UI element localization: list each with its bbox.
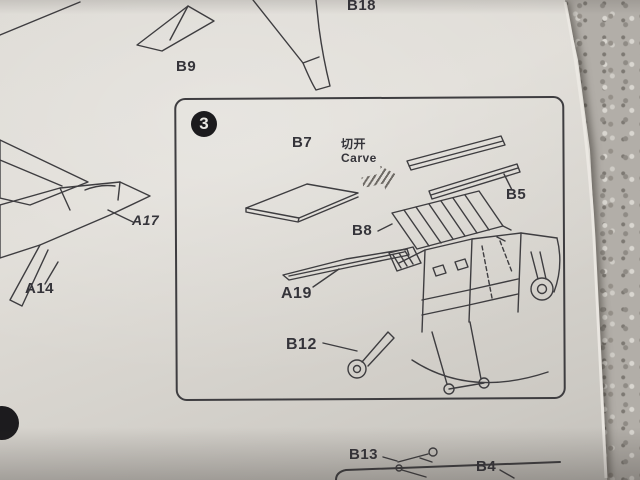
part-label-b9: B9 — [176, 58, 197, 75]
paper-edge-highlight — [563, 1, 608, 479]
part-label-b8: B8 — [352, 222, 373, 239]
b7-panel-drawing — [245, 183, 359, 223]
part-label-b13: B13 — [349, 446, 379, 463]
part-label-b4: B4 — [476, 458, 497, 475]
b9-part-drawing — [136, 5, 215, 52]
step-number: 3 — [199, 114, 209, 133]
part-label-b12: B12 — [286, 336, 317, 353]
top-left-part-drawing — [0, 1, 81, 36]
step-circle-partial — [0, 406, 19, 440]
main-assembly-drawing — [398, 232, 561, 395]
left-aircraft-drawing — [0, 139, 151, 307]
part-label-a14: A14 — [25, 280, 55, 297]
part-label-b7: B7 — [292, 134, 313, 151]
carve-note-en: Carve — [341, 151, 377, 165]
step3-frame — [174, 96, 566, 401]
b12-pointer-line — [322, 342, 358, 352]
b18-fin-part-drawing — [252, 0, 331, 91]
part-label-a19: A19 — [281, 285, 312, 302]
bottom-next-step-drawing — [335, 447, 561, 480]
a19-wing-drawing — [282, 246, 422, 288]
carve-note-zh: 切开 — [341, 137, 367, 151]
b8-louver-panel-drawing — [377, 190, 512, 250]
part-label-a17: A17 — [132, 212, 160, 228]
part-label-b18: B18 — [347, 0, 377, 14]
part-label-b5: B5 — [506, 186, 527, 203]
small-wheel-strut-drawing — [347, 331, 395, 379]
step-number-badge: 3 — [191, 111, 217, 137]
b5-strips-drawing — [406, 135, 521, 200]
